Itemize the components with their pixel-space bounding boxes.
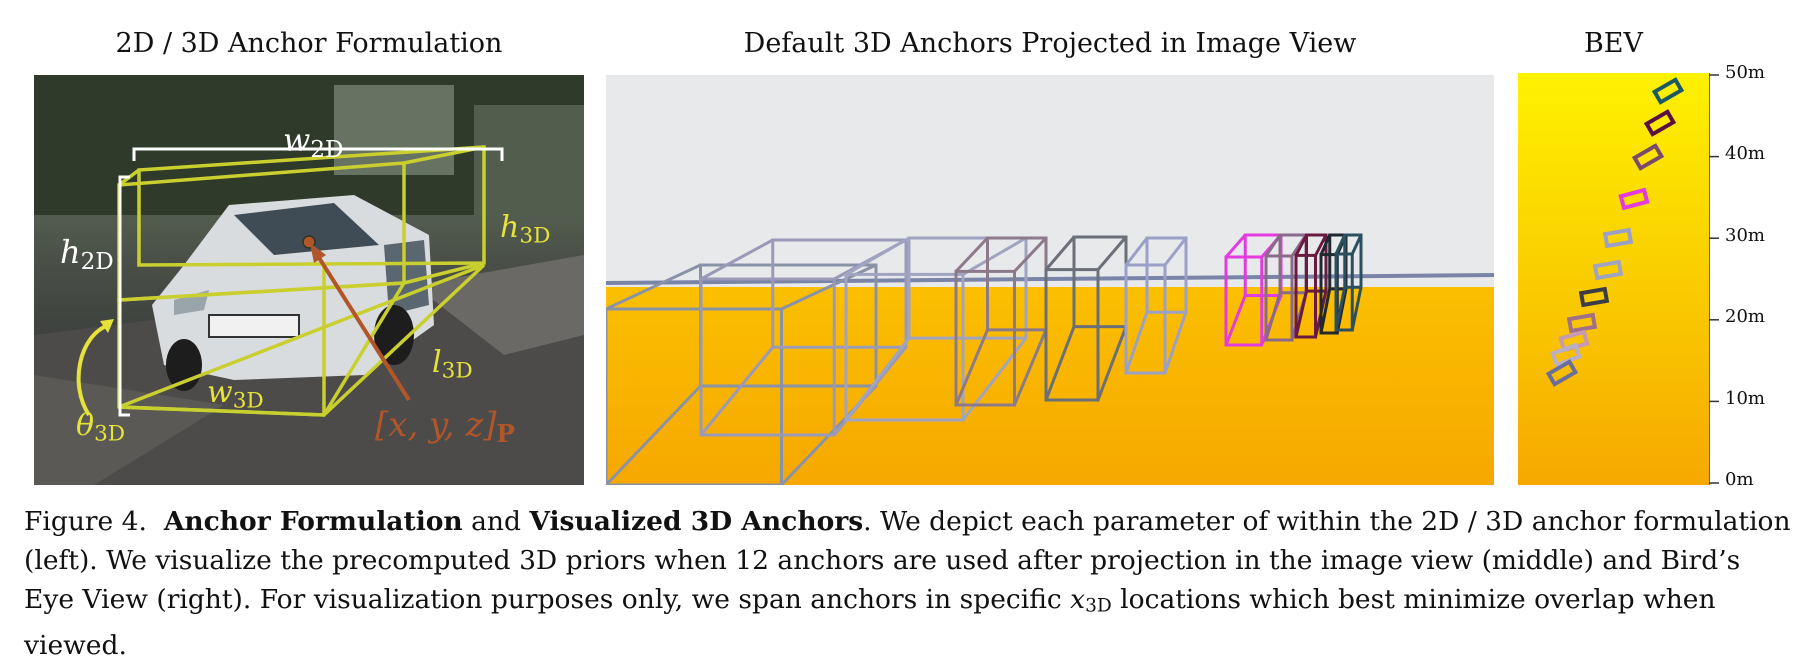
caption-math: x3D [1070,584,1112,617]
figure-caption: Figure 4. Anchor Formulation and Visuali… [24,502,1794,665]
anchor-wireframe [1124,236,1188,375]
caption-text-1: and [462,506,530,537]
bev-tick-0m: 0m [1725,469,1754,490]
bev-panel [1518,73,1709,485]
bev-tick-40m: 40m [1725,143,1765,164]
center-arrow-head [310,243,326,263]
bev-anchor-box [1618,187,1650,211]
l3d-label: l3D [432,345,473,384]
middle-panel-title: Default 3D Anchors Projected in Image Vi… [743,28,1357,59]
theta-arrow-head [100,319,114,333]
bev-background [1518,73,1709,485]
right-panel-title: BEV [1583,28,1644,59]
curb [414,255,584,355]
w2d-label: w2D [283,121,344,163]
bev-plot [1518,73,1709,485]
theta3d-label: θ3D [76,408,126,447]
bev-anchor-box [1592,259,1624,281]
figure-label: Figure 4. [24,506,147,537]
image-view-anchors [606,75,1494,485]
bev-tick-20m: 20m [1725,306,1765,327]
car-illustration [34,75,584,485]
theta-arrow [76,323,110,417]
caption-bold-2: Visualized 3D Anchors [529,506,864,537]
anchor-formulation-image [34,75,584,485]
building-right [474,105,584,215]
anchor-wireframe [1334,233,1363,332]
bev-anchor-boxes [1545,77,1685,387]
anchor-wireframe [606,263,878,485]
h3d-label: h3D [500,210,551,249]
left-panel-title: 2D / 3D Anchor Formulation [115,28,503,59]
h2d-label: h2D [60,233,114,275]
license-plate [208,314,300,338]
center-arrow [314,251,411,402]
bev-tick-50m: 50m [1725,62,1765,83]
bev-anchor-box [1651,77,1685,105]
bev-anchor-box [1631,143,1665,171]
caption-text-2: . We depict each parameter of within the… [24,506,1791,615]
projected-anchors-plot [606,75,1494,485]
car-wheel-rear [374,305,414,365]
anchor-wireframe [1044,235,1128,402]
anchor-wireframe [1264,233,1308,342]
anchor-boxes [606,233,1363,485]
caption-bold-1: Anchor Formulation [163,506,463,537]
bev-tick-10m: 10m [1725,388,1765,409]
bev-anchor-box [1545,359,1579,387]
bev-anchor-box [1578,286,1610,308]
bev-anchor-box [1643,109,1677,137]
anchor-wireframe [954,236,1048,407]
car-windshield [234,203,379,255]
bev-anchor-box [1566,312,1598,334]
bev-anchor-box [1602,227,1634,249]
xyz-label: [x, y, z]P [375,405,515,449]
w3d-label: w3D [207,375,264,414]
bev-tick-30m: 30m [1725,225,1765,246]
bev-axis [1709,73,1719,485]
anchor-2d-bracket [118,147,504,417]
building [334,85,454,175]
